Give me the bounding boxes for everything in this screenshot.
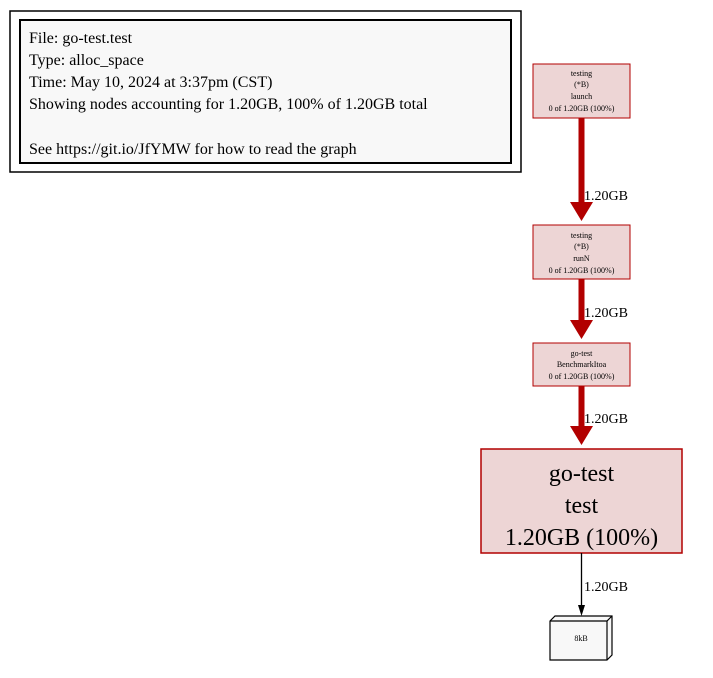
node-launch[interactable]: testing (*B) launch 0 of 1.20GB (100%) <box>532 63 631 119</box>
node-launch-value: 0 of 1.20GB (100%) <box>549 104 615 113</box>
edge-launch-to-runN-arrowhead <box>570 202 593 221</box>
node-runN-receiver: (*B) <box>574 242 589 251</box>
legend: File: go-test.test Type: alloc_space Tim… <box>9 10 522 173</box>
edge-runN-to-benchmark-label: 1.20GB <box>584 306 628 321</box>
edge-benchmark-to-test-label: 1.20GB <box>584 412 628 427</box>
legend-type: Type: alloc_space <box>29 52 144 69</box>
node-benchmark-itoa-function: BenchmarkItoa <box>557 360 607 369</box>
node-test-value: 1.20GB (100%) <box>505 525 658 551</box>
node-benchmark-itoa-value: 0 of 1.20GB (100%) <box>549 372 615 381</box>
edge-runN-to-benchmark[interactable]: 1.20GB <box>570 279 628 339</box>
node-runN-value: 0 of 1.20GB (100%) <box>549 266 615 275</box>
edge-runN-to-benchmark-arrowhead <box>570 320 593 339</box>
node-alloc-8kb[interactable]: 8kB <box>549 615 613 661</box>
alloc-box-shape <box>549 615 613 661</box>
node-launch-package: testing <box>571 69 592 78</box>
edge-launch-to-runN[interactable]: 1.20GB <box>570 118 628 221</box>
node-benchmark-itoa-package: go-test <box>571 349 594 358</box>
edge-launch-to-runN-label: 1.20GB <box>584 189 628 204</box>
edge-test-to-alloc-label: 1.20GB <box>584 580 628 595</box>
node-runN[interactable]: testing (*B) runN 0 of 1.20GB (100%) <box>532 224 631 280</box>
node-benchmark-itoa-box <box>532 342 631 387</box>
legend-showing: Showing nodes accounting for 1.20GB, 100… <box>29 96 428 113</box>
node-test[interactable]: go-test test 1.20GB (100%) <box>480 448 683 554</box>
node-runN-function: runN <box>573 254 590 263</box>
node-benchmark-itoa[interactable]: go-test BenchmarkItoa 0 of 1.20GB (100%) <box>532 342 631 387</box>
node-runN-box <box>532 224 631 280</box>
edge-test-to-alloc-arrowhead <box>578 605 585 616</box>
node-test-function: test <box>565 493 599 519</box>
node-launch-receiver: (*B) <box>574 80 589 89</box>
node-launch-function: launch <box>571 92 592 101</box>
node-launch-box <box>532 63 631 119</box>
edge-test-to-alloc[interactable]: 1.20GB <box>578 553 628 616</box>
node-runN-package: testing <box>571 231 592 240</box>
node-test-package: go-test <box>549 461 615 487</box>
legend-help: See https://git.io/JfYMW for how to read… <box>29 141 357 158</box>
edge-benchmark-to-test[interactable]: 1.20GB <box>570 386 628 445</box>
legend-file: File: go-test.test <box>29 30 133 47</box>
alloc-box-label: 8kB <box>574 634 587 643</box>
legend-inner-box <box>19 19 512 164</box>
edge-benchmark-to-test-arrowhead <box>570 426 593 445</box>
legend-time: Time: May 10, 2024 at 3:37pm (CST) <box>29 74 272 91</box>
